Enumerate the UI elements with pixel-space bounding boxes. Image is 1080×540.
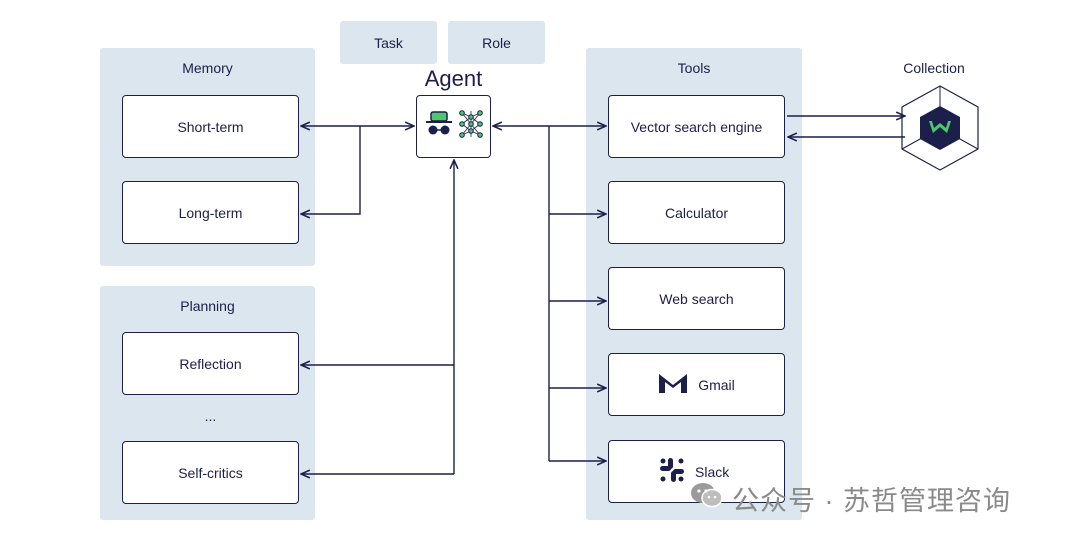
tool-calculator-box: Calculator bbox=[608, 181, 785, 244]
tool-calculator-label: Calculator bbox=[664, 204, 729, 221]
memory-short-term-box: Short-term bbox=[122, 95, 299, 158]
neural-network-icon bbox=[458, 108, 484, 145]
tool-gmail-box: Gmail bbox=[608, 353, 785, 416]
planning-title: Planning bbox=[180, 298, 235, 314]
tool-vector-search-engine-box: Vector search engine bbox=[608, 95, 785, 158]
planning-reflection-box: Reflection bbox=[122, 332, 299, 395]
collection-title: Collection bbox=[903, 60, 965, 76]
planning-self-critics-box: Self-critics bbox=[122, 441, 299, 504]
memory-title: Memory bbox=[182, 60, 233, 76]
memory-long-term-label: Long-term bbox=[178, 204, 243, 221]
role-tag: Role bbox=[448, 21, 545, 64]
planning-self-critics-label: Self-critics bbox=[178, 464, 243, 481]
watermark: 公众号 · 苏哲管理咨询 bbox=[690, 478, 1011, 518]
wechat-icon bbox=[690, 481, 724, 516]
tool-web-search-box: Web search bbox=[608, 267, 785, 330]
tool-vector-search-engine-label: Vector search engine bbox=[630, 118, 763, 135]
tools-title: Tools bbox=[677, 60, 711, 76]
planning-reflection-label: Reflection bbox=[179, 355, 242, 372]
tool-web-search-label: Web search bbox=[659, 290, 734, 307]
tool-gmail-label: Gmail bbox=[698, 376, 735, 393]
agent-box bbox=[416, 95, 491, 158]
slack-icon bbox=[659, 457, 685, 486]
task-tag: Task bbox=[340, 21, 437, 64]
role-label: Role bbox=[482, 34, 511, 51]
memory-long-term-box: Long-term bbox=[122, 181, 299, 244]
planning-ellipsis: ... bbox=[204, 408, 217, 424]
spy-icon bbox=[424, 110, 454, 143]
task-label: Task bbox=[374, 34, 403, 51]
memory-short-term-label: Short-term bbox=[177, 118, 244, 135]
watermark-text: 公众号 · 苏哲管理咨询 bbox=[732, 485, 1011, 516]
agent-title: Agent bbox=[424, 66, 483, 91]
tool-slack-label: Slack bbox=[695, 463, 730, 480]
gmail-icon bbox=[658, 372, 688, 397]
weaviate-cube-icon bbox=[898, 83, 982, 173]
